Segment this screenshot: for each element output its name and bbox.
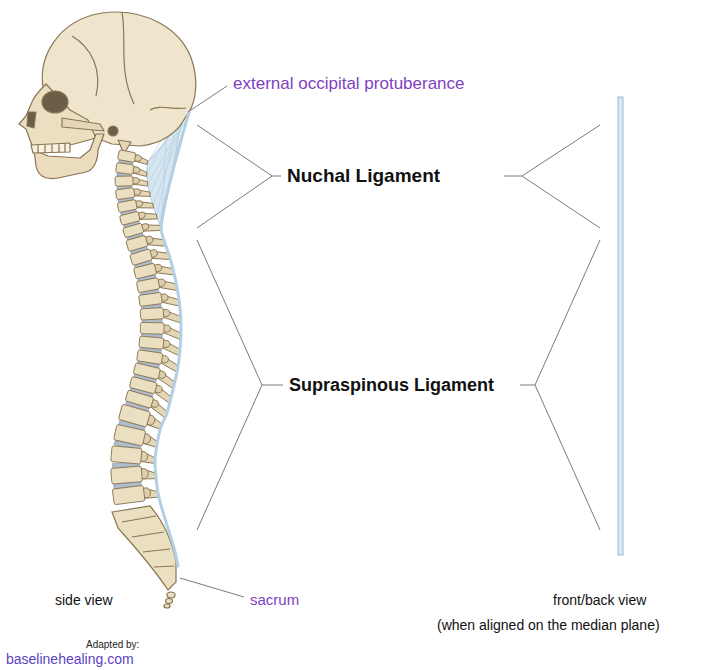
vertebra: [115, 185, 150, 201]
ligament-name: Supraspinous Ligament: [289, 375, 494, 396]
leader-line: [180, 578, 244, 597]
vertebral-body: [115, 188, 134, 200]
bracket-line: [197, 125, 281, 228]
vertebral-body: [111, 466, 143, 484]
bracket-line: [197, 240, 283, 530]
vertebra: [118, 150, 149, 165]
ligament-front-view: [618, 97, 623, 555]
view-caption: side view: [55, 592, 113, 608]
vertebral-body: [140, 322, 164, 334]
view-note: (when aligned on the median plane): [437, 617, 660, 633]
vertebral-body: [139, 292, 163, 306]
leader-line: [188, 86, 227, 112]
orbit: [42, 91, 68, 113]
bracket-line: [504, 125, 600, 228]
vertebra: [114, 424, 160, 449]
spine-guide: [124, 150, 152, 505]
vertebral-body: [119, 211, 140, 225]
vertebral-body: [115, 176, 133, 186]
coccyx: [166, 599, 173, 604]
coccyx: [164, 604, 170, 608]
ligament-name: Nuchal Ligament: [287, 165, 440, 187]
vertebra: [116, 163, 148, 177]
vertebral-body: [116, 163, 135, 175]
vertebral-body: [137, 350, 163, 365]
vertebral-body: [118, 150, 137, 163]
vertebral-body: [114, 424, 146, 446]
vertebral-body: [140, 308, 164, 321]
vertebral-body: [117, 199, 137, 212]
bracket-line: [520, 240, 600, 530]
vertebra: [111, 446, 156, 466]
vertebral-body: [139, 336, 164, 349]
vertebral-body: [136, 278, 160, 293]
vertebral-body: [126, 235, 148, 251]
vertebra: [111, 465, 157, 484]
credit-note: Adapted by:: [86, 639, 139, 651]
teeth: [31, 143, 70, 153]
face: [19, 84, 96, 150]
supraspinous-ligament: [155, 112, 189, 566]
vertebral-body: [130, 249, 153, 266]
skull: [19, 12, 196, 179]
vertebral-body: [123, 223, 144, 238]
cranium: [42, 12, 195, 146]
vertebral-body: [133, 263, 156, 279]
vertebral-body: [133, 363, 160, 380]
vertebra: [112, 484, 159, 505]
vertebral-body: [112, 485, 145, 504]
mandible: [34, 134, 104, 179]
spinous-process: [161, 308, 181, 324]
ear-canal: [108, 126, 118, 136]
vertebral-body: [118, 404, 150, 427]
coccyx: [167, 592, 175, 598]
part-label: sacrum: [250, 591, 299, 608]
spinous-process: [162, 324, 181, 339]
credit-link: baselinehealing.com: [6, 651, 134, 667]
suture: [72, 12, 186, 110]
vertebra: [115, 175, 148, 187]
vertebral-body: [111, 446, 142, 464]
brackets: [180, 86, 600, 597]
supraspinous-ligament-line: [155, 112, 189, 566]
part-label: external occipital protuberance: [233, 74, 465, 94]
vertebral-column: [111, 150, 181, 505]
vertebral-body: [125, 390, 154, 408]
zygomatic-arch: [62, 118, 104, 131]
view-caption: front/back view: [553, 592, 646, 608]
nasal-opening: [27, 112, 36, 128]
